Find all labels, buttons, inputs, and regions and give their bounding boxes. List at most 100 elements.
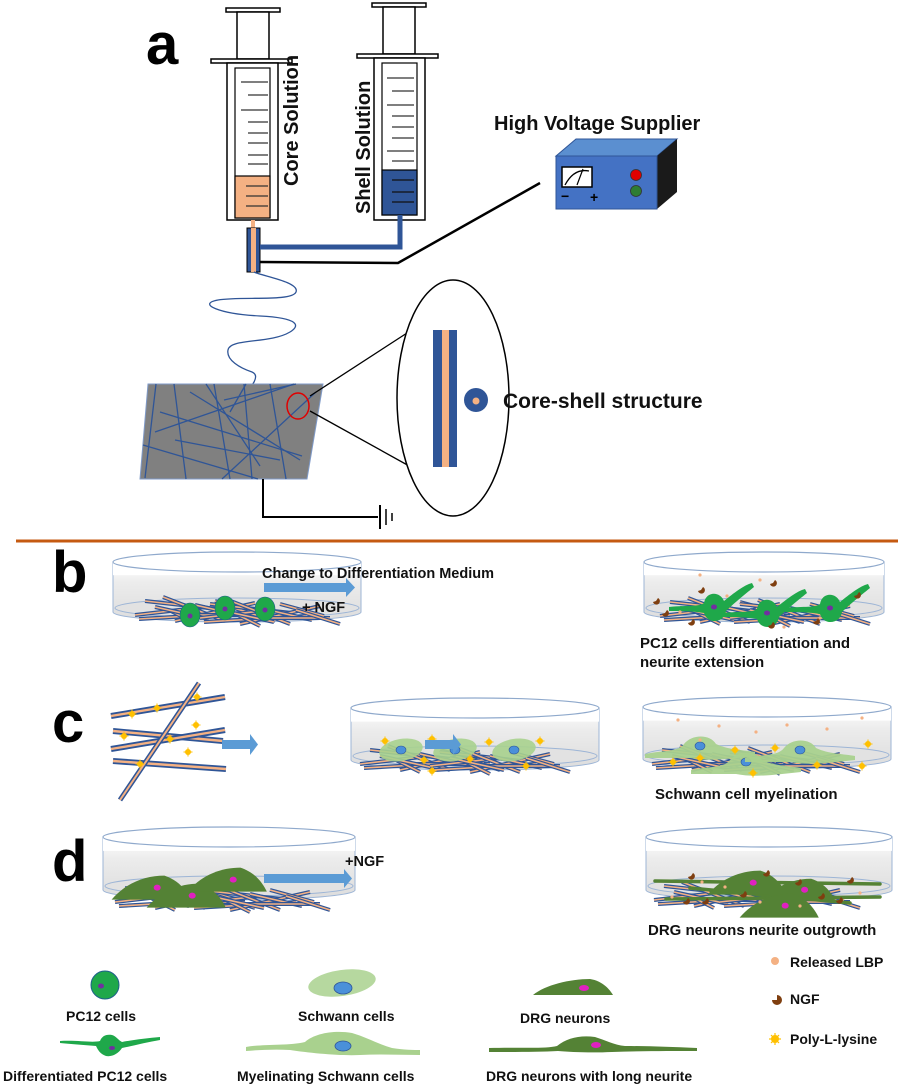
minus-terminal: − — [561, 188, 569, 204]
panel-label-b: b — [52, 540, 87, 605]
polymer-jet — [209, 271, 297, 391]
lbp-particle — [678, 610, 682, 614]
lbp-particle — [818, 616, 822, 620]
voltmeter-icon — [561, 166, 593, 188]
differentiated-pc12-cell — [785, 584, 870, 623]
arrow-differentiation — [264, 578, 355, 597]
arrow-label-ngf-d: +NGF — [345, 854, 384, 870]
lbp-particle — [758, 578, 762, 582]
lbp-particle — [758, 900, 762, 904]
lbp-particle — [725, 594, 729, 598]
differentiated-pc12-cell — [722, 589, 807, 628]
lbp-particle — [825, 727, 829, 731]
ngf-particle — [813, 618, 820, 625]
lbp-particle — [860, 716, 864, 720]
drg-result: DRG neurons neurite outgrowth — [648, 922, 876, 939]
lbp-particle — [700, 880, 704, 884]
culture-dish-schwann — [350, 697, 600, 776]
nucleus — [827, 605, 833, 611]
legend-drg-long-label: DRG neurons with long neurite — [486, 1068, 692, 1084]
culture-dish-pc12-differentiated — [643, 551, 885, 629]
legend-pc12-icon — [90, 970, 120, 1000]
nucleus — [749, 879, 757, 886]
arrow-label-ngf: + NGF — [302, 600, 345, 616]
legend-ngf-label: NGF — [790, 991, 820, 1007]
core-syringe — [210, 7, 293, 273]
nucleus — [711, 604, 717, 610]
lbp-particle — [698, 738, 702, 742]
drg-neuron — [707, 870, 787, 895]
nucleus — [262, 607, 268, 613]
ngf-particle — [698, 587, 705, 594]
lbp-particle — [717, 724, 721, 728]
shell-solution-label: Shell Solution — [353, 81, 375, 214]
high-voltage-supplier: − + — [554, 138, 679, 210]
legend-diff-pc12-icon — [60, 1034, 160, 1057]
legend-pll-icon — [769, 1033, 781, 1045]
lbp-particle — [698, 573, 702, 577]
lbp-particle — [785, 723, 789, 727]
culture-dish-schwann-myelinating — [642, 696, 892, 778]
drg-neuron — [739, 893, 819, 918]
lbp-particle — [754, 730, 758, 734]
ngf-particle — [763, 870, 770, 877]
culture-dish-drg-outgrowth — [645, 826, 893, 918]
pll-coated-fibers — [110, 681, 227, 802]
lbp-particle — [782, 625, 786, 629]
nucleus — [395, 745, 407, 755]
ngf-particle — [662, 610, 669, 617]
plus-terminal: + — [590, 189, 598, 205]
ngf-particle — [836, 897, 843, 904]
legend-drg-label: DRG neurons — [520, 1010, 610, 1026]
high-voltage-wire — [259, 181, 541, 265]
nucleus — [764, 610, 770, 616]
schwann-result: Schwann cell myelination — [655, 786, 838, 803]
arrow-c1 — [222, 734, 258, 755]
legend-drg-long-icon — [489, 1036, 697, 1053]
legend-lbp-icon — [771, 957, 779, 965]
core-shell-structure-label: Core-shell structure — [503, 390, 703, 413]
ngf-particle — [740, 891, 747, 898]
panel-label-c: c — [52, 690, 84, 755]
panel-label-d: d — [52, 829, 87, 894]
ngf-particle — [683, 898, 690, 905]
ngf-particle — [770, 580, 777, 587]
dish-rim — [645, 826, 893, 848]
nucleus — [801, 886, 809, 893]
high-voltage-supplier-label: High Voltage Supplier — [494, 113, 701, 135]
arrow-label-medium: Change to Differentiation Medium — [262, 566, 494, 582]
dish-rim — [643, 551, 885, 573]
differentiated-pc12-cell — [669, 583, 754, 622]
lbp-particle — [798, 904, 802, 908]
lbp-particle — [723, 885, 727, 889]
drg-neuron — [187, 867, 267, 892]
core-solution-fill — [234, 175, 271, 219]
shell-feed-tube — [260, 215, 403, 250]
ground-icon — [262, 479, 393, 529]
magnify-region-circle — [286, 392, 310, 420]
panel-label-a: a — [146, 12, 179, 77]
pc12-result-line2: neurite extension — [640, 654, 764, 671]
legend-drg-icon — [533, 979, 613, 995]
legend-schwann-icon — [308, 969, 376, 997]
ngf-particle — [795, 879, 802, 886]
nucleus — [153, 884, 161, 891]
ngf-particle — [688, 873, 695, 880]
nucleus — [781, 902, 789, 909]
magnified-view — [309, 279, 510, 517]
dish-rim — [102, 826, 356, 848]
legend-schwann-label: Schwann cells — [298, 1008, 395, 1024]
nucleus — [222, 606, 228, 612]
legend-myel-schwann-icon — [246, 1031, 420, 1056]
nucleus — [694, 741, 706, 751]
legend-ngf-icon — [772, 995, 782, 1005]
legend-pll-label: Poly-L-lysine — [790, 1031, 877, 1047]
lbp-particle — [858, 891, 862, 895]
culture-dish-pc12 — [112, 551, 362, 628]
nucleus — [794, 745, 806, 755]
ngf-particle — [847, 877, 854, 884]
lbp-particle — [670, 895, 674, 899]
ngf-particle — [854, 592, 861, 599]
culture-dish-drg — [102, 826, 356, 914]
